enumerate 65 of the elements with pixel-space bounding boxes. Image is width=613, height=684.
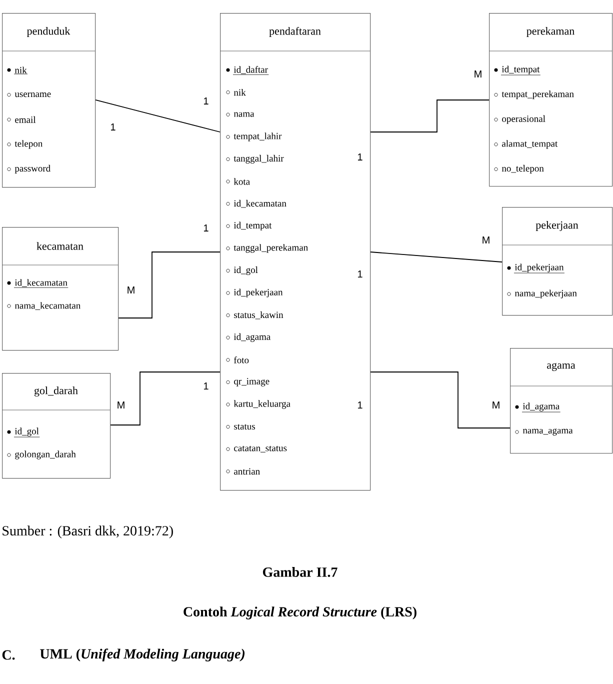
field-name: golongan_darah xyxy=(7,450,76,460)
field-name: nik xyxy=(226,89,246,96)
cardinality-label: 1 xyxy=(204,382,208,390)
field-name: qr_image xyxy=(226,378,270,386)
cardinality-label: 1 xyxy=(204,98,208,104)
cardinality-label: 1 xyxy=(204,224,208,232)
field-name: status_kawin xyxy=(226,311,284,320)
connector-line xyxy=(370,372,510,428)
field-name: nama_pekerjaan xyxy=(507,290,577,298)
connector-line xyxy=(118,252,220,318)
field-name: no_telepon xyxy=(494,164,544,174)
table-header: perekaman xyxy=(526,27,574,37)
field-name: id_gol xyxy=(226,266,258,276)
cardinality-label: M xyxy=(492,402,500,408)
key-field: id_gol xyxy=(7,428,40,438)
field-name: nama xyxy=(226,112,254,117)
table-header: agama xyxy=(547,363,576,371)
connector-line xyxy=(370,252,502,262)
cardinality-label: 1 xyxy=(358,402,362,408)
section-heading: UML (Unifed Modeling Language) xyxy=(40,648,244,662)
field-name: antrian xyxy=(226,468,260,475)
cardinality-label: 1 xyxy=(358,270,362,278)
field-name: operasional xyxy=(494,115,546,124)
table-header: gol_darah xyxy=(34,386,78,396)
key-field: id_agama xyxy=(515,402,561,412)
field-name: tempat_lahir xyxy=(226,132,282,142)
field-name: id_pekerjaan xyxy=(226,288,283,298)
field-name: id_kecamatan xyxy=(226,200,286,208)
field-name: kota xyxy=(226,178,250,185)
connector-line xyxy=(370,100,490,132)
connector-line xyxy=(95,100,220,132)
field-name: nama_agama xyxy=(515,428,573,436)
field-name: nama_kecamatan xyxy=(7,302,80,310)
table-header: pekerjaan xyxy=(536,221,578,231)
field-name: email xyxy=(7,116,36,123)
field-name: kartu_keluarga xyxy=(226,400,290,409)
source-note: Sumber : (Basri dkk, 2019:72) xyxy=(2,526,173,538)
table-header: pendaftaran xyxy=(269,26,321,38)
cardinality-label: M xyxy=(482,236,490,244)
field-name: status xyxy=(226,424,255,430)
field-name: id_tempat xyxy=(226,222,272,230)
cardinality-label: M xyxy=(128,286,134,294)
section-number: C. xyxy=(2,650,15,660)
field-name: id_agama xyxy=(226,333,271,342)
field-name: tanggal_lahir xyxy=(226,154,284,164)
field-name: password xyxy=(7,164,50,174)
key-field: id_tempat xyxy=(494,66,541,76)
table-header: penduduk xyxy=(26,27,70,37)
key-field: id_kecamatan xyxy=(7,279,68,288)
cardinality-label: 1 xyxy=(111,124,116,130)
figure-number: Gambar II.7 xyxy=(262,567,338,577)
field-name: username xyxy=(7,92,51,98)
field-name: catatan_status xyxy=(226,446,287,452)
cardinality-label: 1 xyxy=(358,154,362,160)
key-field: id_daftar xyxy=(226,66,269,75)
key-field: id_pekerjaan xyxy=(507,264,565,274)
field-name: foto xyxy=(226,356,249,364)
field-name: tanggal_perekaman xyxy=(226,244,308,253)
key-field: nik xyxy=(7,66,28,74)
table-header: kecamatan xyxy=(36,242,84,250)
figure-caption: Contoh Logical Record Structure (LRS) xyxy=(184,606,416,620)
connector-line xyxy=(110,372,220,426)
field-name: telepon xyxy=(7,140,43,149)
field-name: alamat_tempat xyxy=(494,140,558,149)
field-name: tempat_perekaman xyxy=(494,90,574,100)
